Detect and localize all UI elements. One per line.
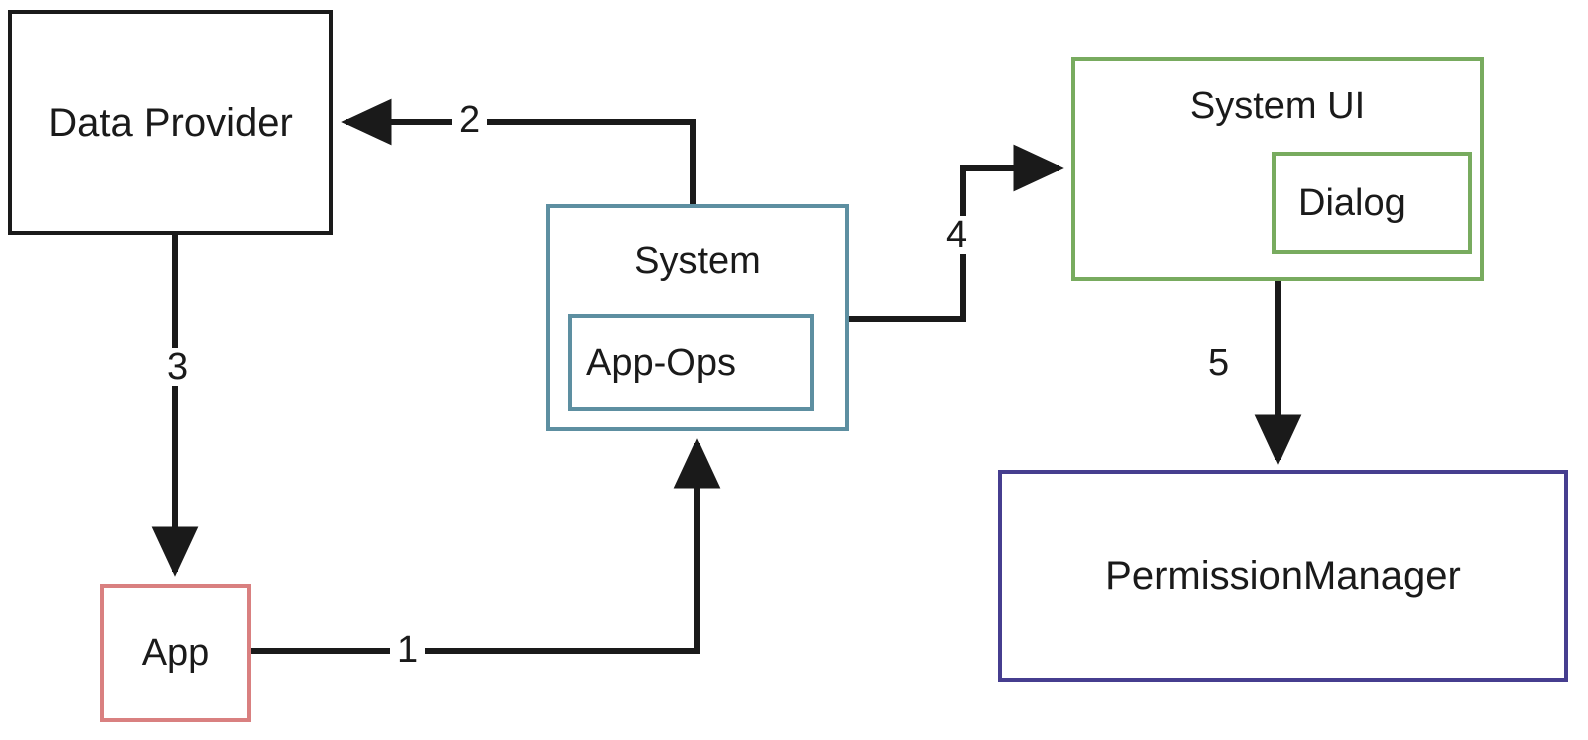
edge-label-2: 2 xyxy=(452,101,488,139)
node-permission-manager-label: PermissionManager xyxy=(1105,554,1461,598)
node-dialog-label: Dialog xyxy=(1298,182,1406,224)
node-data-provider[interactable]: Data Provider xyxy=(8,10,333,235)
node-system-label: System xyxy=(634,240,761,282)
edge-label-5: 5 xyxy=(1201,344,1237,382)
node-app-label: App xyxy=(141,632,210,674)
node-dialog[interactable]: Dialog xyxy=(1272,152,1472,254)
node-system-ui-label: System UI xyxy=(1189,85,1366,127)
node-permission-manager[interactable]: PermissionManager xyxy=(998,470,1568,682)
node-app-ops[interactable]: App-Ops xyxy=(568,314,814,411)
edge-label-1: 1 xyxy=(390,631,426,669)
edge-2 xyxy=(341,98,696,204)
edge-1 xyxy=(251,438,721,654)
edge-label-4: 4 xyxy=(939,216,975,254)
node-data-provider-label: Data Provider xyxy=(48,100,293,145)
node-app[interactable]: App xyxy=(100,584,251,722)
edge-label-3: 3 xyxy=(160,348,196,386)
node-app-ops-label: App-Ops xyxy=(586,341,736,384)
